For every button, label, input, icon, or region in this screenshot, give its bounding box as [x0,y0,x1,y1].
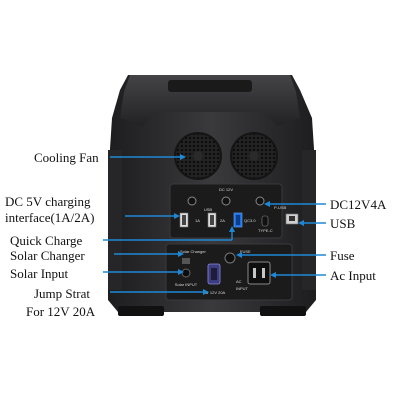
label-quick-charge: Quick Charge [10,233,83,248]
label-jump-start-line1: Jump Strat [34,286,90,301]
qc-label: QC3.0 [244,218,256,223]
cooling-fan-left [174,132,222,180]
label-fuse: Fuse [330,248,355,263]
handle-grip [168,80,252,92]
label-solar-input: Solar Input [10,266,69,281]
solar-changer-switch [182,258,190,264]
label-dc5v-line1: DC 5V charging [5,194,91,209]
label-cooling-fan: Cooling Fan [34,150,99,165]
type-c-label: TYPE-C [258,228,273,233]
usb-panel-label: USB [204,207,213,212]
top-handle [120,75,300,126]
fuse-holder [224,252,236,264]
label-dc5v-line2: interface(1A/2A) [5,210,95,225]
label-usb: USB [330,216,356,231]
ac-panel-label: AC [236,279,242,284]
dc12v-port-3 [255,196,265,206]
solar-input-panel-label: Solar INPUT [175,282,198,287]
p-usb-label: P-USB [274,205,287,210]
upper-port-panel [169,183,283,239]
ac-input-socket [247,261,271,285]
input-panel-label: INPUT [236,286,249,291]
dc12v-port-2 [221,196,231,206]
fuse-panel-label: FUSE [240,249,251,254]
dc12v-panel-label: DC 12V [219,187,233,192]
type-c-port [261,215,269,227]
solar-input-port [181,268,191,278]
cooling-fan-right [230,132,278,180]
label-dc12v4a: DC12V4A [330,197,387,212]
label-solar-changer: Solar Changer [10,248,85,263]
usb-1a-label: 1A [195,218,200,223]
dc12v-port-1 [187,196,197,206]
solar-changer-panel-label: Solar Changer [180,249,206,254]
label-ac-input: Ac Input [330,268,376,283]
label-jump-start-line2: For 12V 20A [26,304,96,319]
jump-panel-label: For 12V 20A [203,290,226,295]
annotation-arrows [103,154,326,295]
usb-2a-label: 2A [220,218,225,223]
